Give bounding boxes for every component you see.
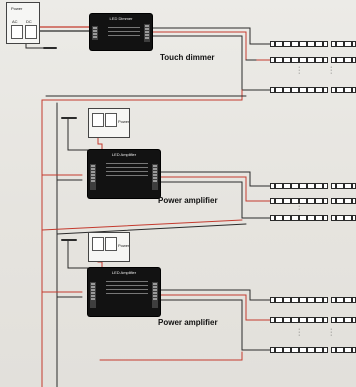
led-strip bbox=[270, 317, 328, 323]
continuation-dots: ··· bbox=[330, 64, 333, 77]
dimmer-spec-text bbox=[108, 24, 140, 42]
terminal-2 bbox=[105, 237, 117, 251]
wire-dimmer-out-1 bbox=[151, 27, 271, 45]
terminal-dc-label: DC bbox=[26, 19, 32, 24]
touch-dimmer-label: Touch dimmer bbox=[160, 53, 215, 62]
amplifier-1-output-terminals bbox=[152, 164, 158, 190]
dimmer-title: LED Dimmer bbox=[109, 16, 133, 21]
wire-amp1-out-1 bbox=[159, 171, 271, 187]
terminal-ac bbox=[11, 25, 23, 39]
power-supply-top: Power AC DC bbox=[6, 2, 40, 44]
amplifier-1-title: LED Amplifier bbox=[111, 152, 137, 157]
led-strip bbox=[270, 41, 328, 47]
terminal-1 bbox=[92, 237, 104, 251]
continuation-dots: ··· bbox=[298, 326, 301, 339]
led-strip bbox=[331, 215, 356, 221]
power-supply-title: Power bbox=[11, 6, 23, 11]
led-strip bbox=[270, 347, 328, 353]
led-strip bbox=[270, 297, 328, 303]
terminal-1 bbox=[92, 113, 104, 127]
power-amplifier-module-2: LED Amplifier bbox=[88, 268, 160, 316]
amplifier-2-title: LED Amplifier bbox=[111, 270, 137, 275]
amplifier-2-output-terminals bbox=[152, 282, 158, 308]
power-amplifier-1-label: Power amplifier bbox=[158, 196, 218, 205]
touch-dimmer-module: LED Dimmer bbox=[90, 14, 152, 50]
power-supply-1: Power bbox=[88, 108, 130, 138]
wire-tail bbox=[99, 351, 243, 361]
terminal-dc bbox=[25, 25, 37, 39]
wire-chain-red bbox=[41, 219, 243, 231]
wire-chain-dark bbox=[56, 223, 247, 235]
power-amplifier-module-1: LED Amplifier bbox=[88, 150, 160, 198]
wire-psu1-plug bbox=[67, 117, 89, 151]
led-strip bbox=[270, 215, 328, 221]
led-strip bbox=[331, 317, 356, 323]
led-strip bbox=[270, 57, 328, 63]
led-strip bbox=[331, 183, 356, 189]
power-supply-2: Power bbox=[88, 232, 130, 262]
wire-psu-to-plug bbox=[25, 41, 45, 49]
led-strip bbox=[331, 347, 356, 353]
power-supply-2-title: Power bbox=[118, 243, 130, 248]
wire-psu2-plug bbox=[67, 239, 89, 269]
terminal-2 bbox=[105, 113, 117, 127]
power-supply-1-title: Power bbox=[118, 119, 130, 124]
wire-dimmer-out-2 bbox=[151, 31, 271, 61]
terminal-ac-label: AC bbox=[12, 19, 18, 24]
amplifier-1-spec-text bbox=[106, 160, 148, 190]
led-strip bbox=[270, 183, 328, 189]
continuation-dots: ··· bbox=[330, 326, 333, 339]
dimmer-input-terminals bbox=[92, 26, 98, 40]
led-strip bbox=[270, 87, 328, 93]
amplifier-2-input-terminals bbox=[90, 282, 96, 308]
led-strip bbox=[331, 87, 356, 93]
wire-amp1-out-3 bbox=[159, 181, 271, 219]
led-strip bbox=[331, 198, 356, 204]
wire-amp2-out-3 bbox=[159, 299, 271, 351]
dimmer-output-terminals bbox=[144, 24, 150, 42]
amplifier-1-input-terminals bbox=[90, 164, 96, 190]
power-amplifier-2-label: Power amplifier bbox=[158, 318, 218, 327]
continuation-dots: ·· bbox=[298, 203, 301, 213]
wire-psu1-amp1 bbox=[97, 135, 103, 151]
wire-amp2-out-2 bbox=[159, 294, 271, 321]
wire-amp2-out-1 bbox=[159, 289, 271, 301]
wire-amp1-out-2 bbox=[159, 176, 271, 202]
led-strip bbox=[331, 41, 356, 47]
continuation-dots: ··· bbox=[298, 64, 301, 77]
wire-signal-bus-red bbox=[41, 89, 243, 387]
led-strip bbox=[331, 297, 356, 303]
led-strip bbox=[270, 198, 328, 204]
led-strip bbox=[331, 57, 356, 63]
amplifier-2-spec-text bbox=[106, 278, 148, 308]
